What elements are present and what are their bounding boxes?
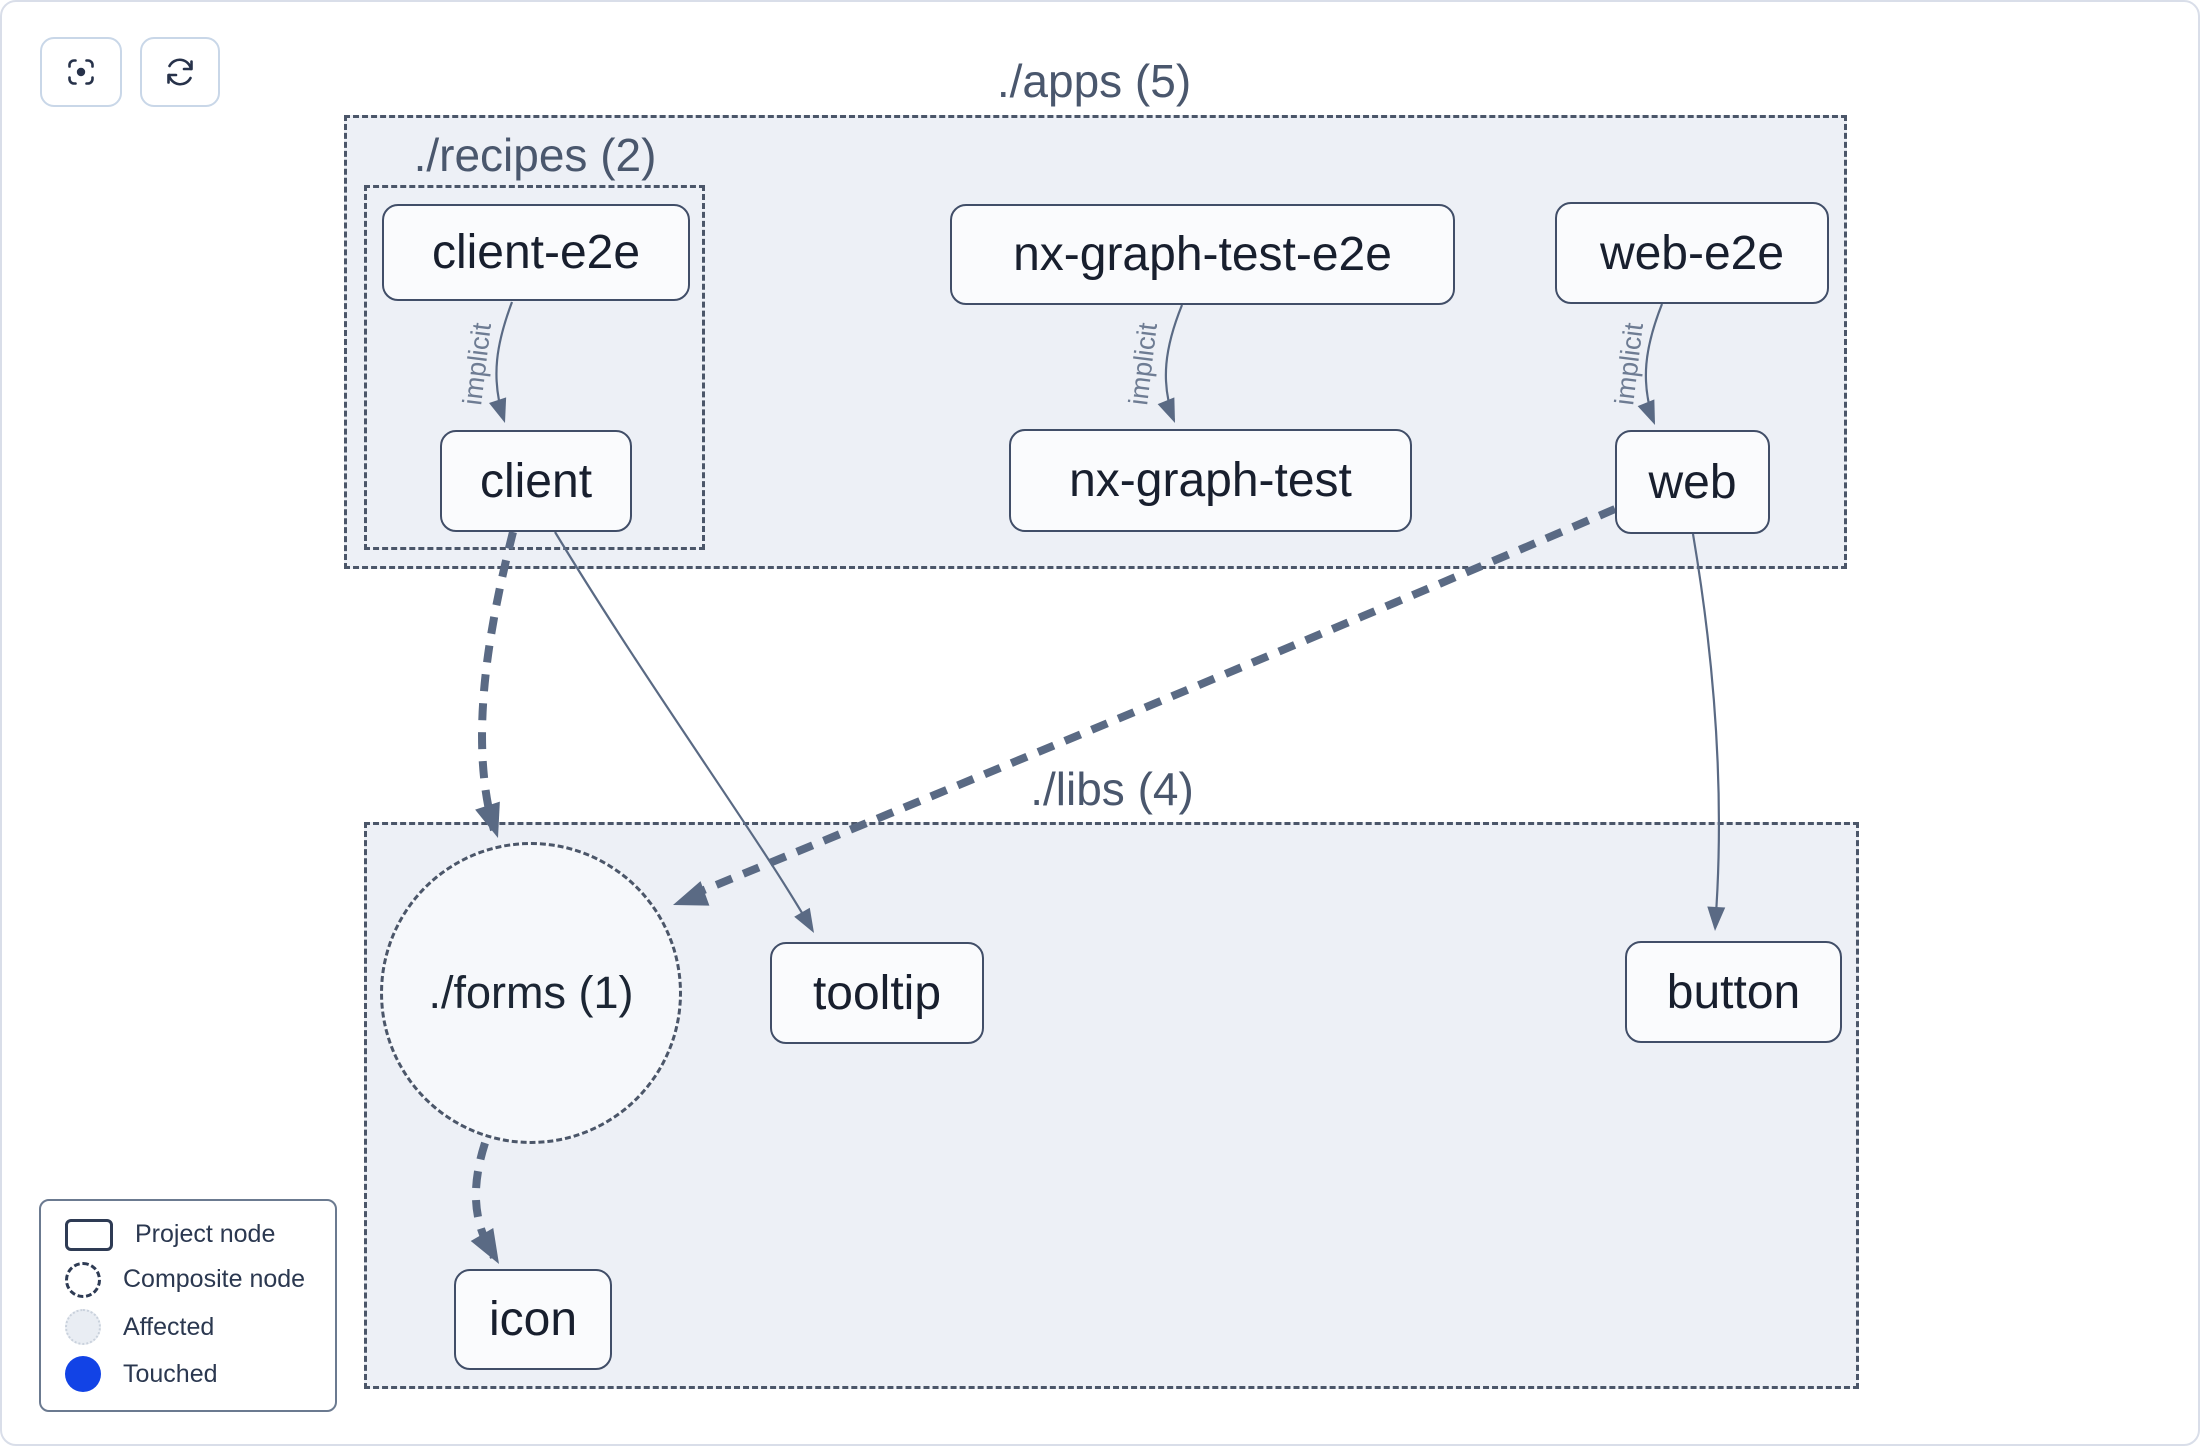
project-node-swatch-icon	[65, 1218, 113, 1251]
touched-swatch-icon	[65, 1356, 101, 1393]
affected-swatch-icon	[65, 1309, 101, 1346]
node-client-e2e[interactable]: client-e2e	[382, 204, 690, 301]
refresh-icon	[167, 58, 193, 86]
node-icon[interactable]: icon	[454, 1269, 612, 1370]
group-recipes	[364, 185, 705, 550]
legend-label-touched: Touched	[123, 1359, 218, 1388]
node-web-e2e-label: web-e2e	[1599, 226, 1785, 280]
composite-node-forms[interactable]: ./forms (1)	[380, 842, 682, 1144]
node-button[interactable]: button	[1625, 941, 1842, 1043]
composite-node-forms-label: ./forms (1)	[428, 967, 634, 1018]
group-apps-label: ./apps (5)	[996, 55, 1192, 107]
legend-row-project-node: Project node	[65, 1218, 335, 1251]
legend-row-touched: Touched	[65, 1356, 335, 1393]
node-web[interactable]: web	[1615, 430, 1770, 534]
edge-client-forms	[478, 531, 517, 832]
focus-button[interactable]	[40, 37, 122, 107]
group-recipes-label: ./recipes (2)	[413, 129, 657, 181]
legend-label-affected: Affected	[123, 1312, 215, 1341]
node-client-e2e-label: client-e2e	[431, 226, 641, 279]
node-tooltip[interactable]: tooltip	[770, 942, 984, 1044]
node-button-label: button	[1666, 965, 1801, 1019]
node-icon-label: icon	[488, 1293, 578, 1346]
node-nx-graph-test-e2e-label: nx-graph-test-e2e	[1013, 228, 1392, 281]
legend-row-affected: Affected	[65, 1309, 335, 1346]
node-tooltip-label: tooltip	[812, 966, 942, 1020]
node-web-label: web	[1648, 455, 1737, 509]
legend-label-composite-node: Composite node	[123, 1265, 306, 1294]
legend-label-project-node: Project node	[135, 1220, 276, 1249]
legend: Project node Composite node Affected Tou…	[39, 1199, 337, 1412]
node-nx-graph-test-label: nx-graph-test	[1069, 454, 1352, 507]
group-libs-label: ./libs (4)	[1030, 763, 1194, 815]
node-client-label: client	[479, 454, 593, 508]
focus-crosshair-icon	[68, 59, 94, 85]
composite-node-swatch-icon	[65, 1261, 101, 1298]
node-web-e2e[interactable]: web-e2e	[1555, 202, 1829, 304]
node-nx-graph-test[interactable]: nx-graph-test	[1009, 429, 1412, 532]
refresh-button[interactable]	[140, 37, 220, 107]
legend-row-composite-node: Composite node	[65, 1261, 335, 1298]
node-nx-graph-test-e2e[interactable]: nx-graph-test-e2e	[950, 204, 1455, 305]
node-client[interactable]: client	[440, 430, 632, 532]
